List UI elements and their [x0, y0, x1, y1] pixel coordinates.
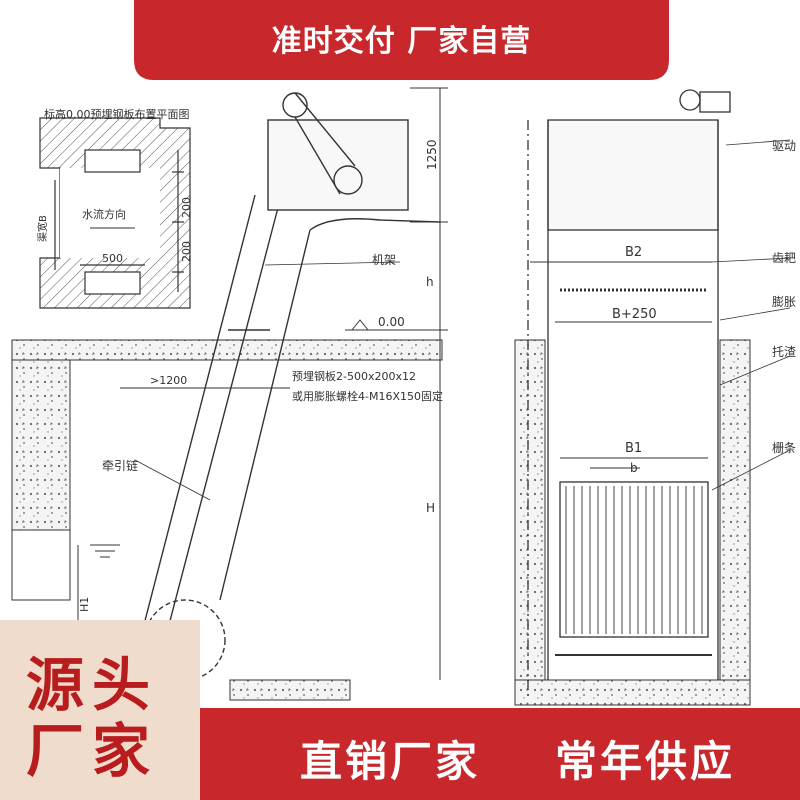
label-rake: 齿耙: [772, 251, 796, 265]
dim-B2: B2: [625, 245, 642, 260]
front-view-pit: [514, 339, 751, 706]
chain-label: 牵引链: [102, 458, 138, 473]
side-view-ground: [11, 339, 443, 701]
dim-B250: B+250: [612, 307, 657, 322]
embed-bolt-label: 或用膨胀螺栓4-M16X150固定: [292, 389, 443, 403]
dim-1200: >1200: [150, 374, 187, 387]
dim-200-lower: 200: [180, 241, 193, 262]
dim-h: h: [426, 275, 434, 289]
top-banner: [134, 0, 669, 80]
flow-direction-label: 水流方向: [82, 207, 126, 221]
badge-text: 源头 厂家: [26, 652, 186, 784]
source-factory-badge: [0, 620, 200, 800]
elevation-label: 0.00: [378, 315, 405, 329]
dim-500: 500: [102, 252, 123, 265]
top-banner-text: 准时交付 厂家自营: [271, 24, 532, 59]
front-view-machine: [527, 89, 791, 700]
channel-width-label: 渠宽B: [36, 215, 49, 242]
badge-line-2: 厂家: [26, 717, 159, 785]
dim-200-upper: 200: [180, 197, 193, 218]
badge-line-1: 源头: [26, 651, 159, 719]
bottom-banner: [200, 708, 800, 800]
plan-title: 标高0.00预埋钢板布置平面图: [44, 107, 190, 121]
side-view-machine: [77, 87, 448, 681]
bottom-banner-left-text: 直销厂家: [300, 737, 481, 786]
dim-b: b: [630, 461, 638, 475]
dim-H: H: [426, 501, 435, 515]
label-drive: 驱动: [772, 139, 796, 153]
label-bars: 栅条: [772, 440, 796, 455]
label-tray: 托渣: [772, 345, 796, 359]
bottom-banner-right-text: 常年供应: [555, 737, 736, 786]
frame-label: 机架: [372, 253, 396, 267]
embed-plate-label: 预埋钢板2-500x200x12: [292, 369, 416, 383]
plan-view: [39, 117, 191, 309]
dim-B1: B1: [625, 441, 642, 456]
dim-H1: H1: [78, 597, 91, 612]
dim-1250: 1250: [425, 139, 439, 170]
screen-bars: [565, 486, 703, 634]
label-expansion: 膨胀: [772, 295, 796, 309]
